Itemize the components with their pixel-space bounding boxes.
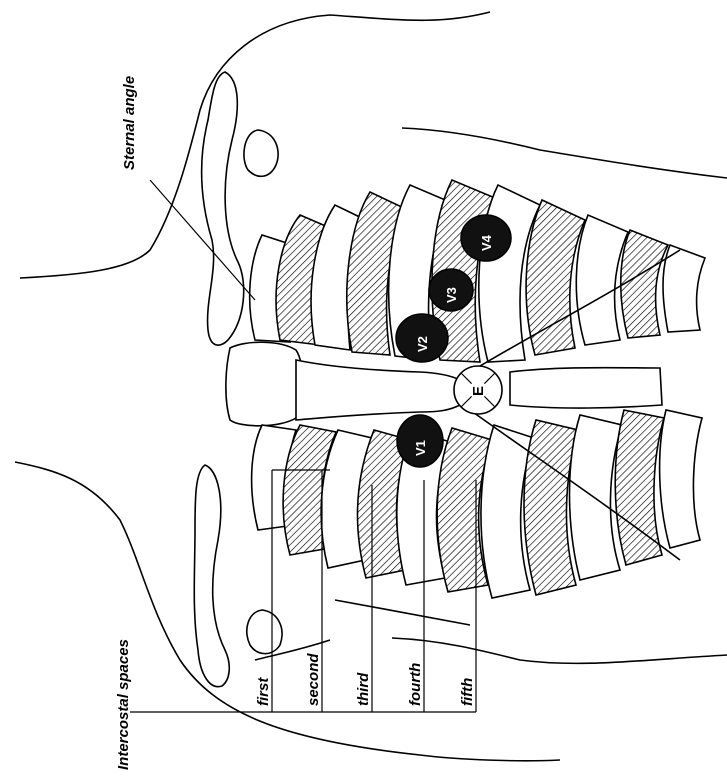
electrode-v2-label: V2 — [415, 336, 430, 352]
space-label-first: first — [255, 677, 272, 706]
space-label-second: second — [305, 653, 322, 706]
sternal-angle-label: Sternal angle — [121, 76, 138, 170]
electrode-reference: E — [454, 366, 502, 414]
ribs-lower — [252, 410, 702, 598]
electrode-v3-label: V3 — [444, 287, 459, 303]
electrode-v1: V1 — [397, 415, 443, 467]
electrode-reference-label: E — [470, 386, 487, 396]
intercostal-spaces-label: Intercostal spaces — [115, 639, 132, 770]
electrode-v1-label: V1 — [413, 440, 428, 456]
electrode-v2: V2 — [396, 314, 448, 362]
space-label-fourth: fourth — [407, 663, 424, 706]
ribs-upper — [250, 180, 705, 362]
space-label-third: third — [355, 672, 372, 706]
electrode-v4-label: V4 — [479, 234, 494, 251]
electrode-v4: V4 — [461, 215, 511, 261]
electrode-v3: V3 — [429, 269, 473, 311]
space-label-fifth: fifth — [459, 678, 476, 706]
